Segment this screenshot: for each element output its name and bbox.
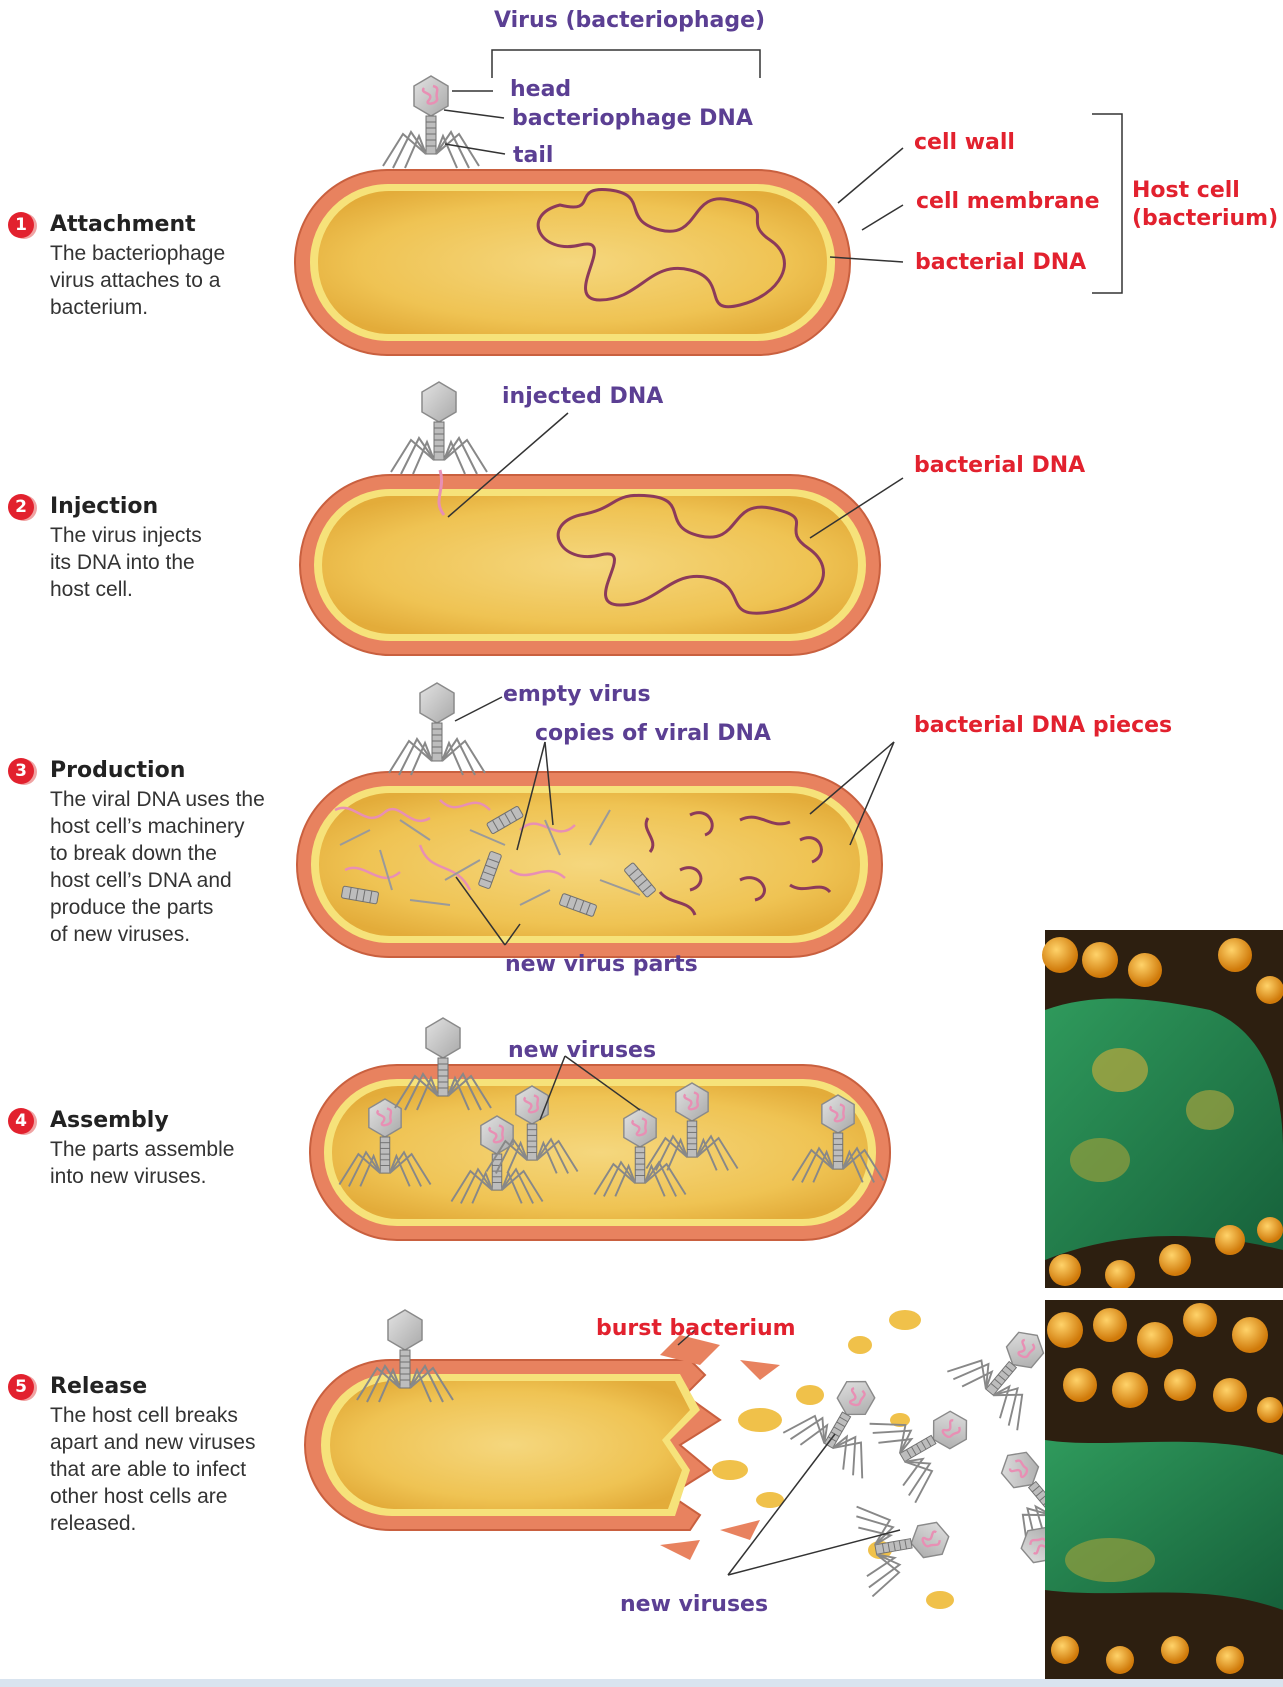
step-line: its DNA into the (50, 549, 202, 576)
label-bacteriophage-dna: bacteriophage DNA (512, 106, 753, 131)
label-burst-bacterium: burst bacterium (596, 1316, 796, 1341)
label-head: head (510, 77, 571, 102)
label-injected-dna: injected DNA (502, 384, 663, 409)
step-line: produce the parts (50, 894, 265, 921)
label-new-viruses-release: new viruses (620, 1592, 768, 1617)
step-number-badge: 2 (8, 494, 34, 520)
step-description: The parts assemble into new viruses. (50, 1136, 234, 1190)
empty-virus-shell (389, 683, 485, 775)
injecting-bacteriophage (391, 382, 487, 474)
label-new-viruses-assembly: new viruses (508, 1038, 656, 1063)
step-line: The bacteriophage (50, 240, 225, 267)
step-line: apart and new viruses (50, 1429, 255, 1456)
step-line: released. (50, 1510, 255, 1537)
micrograph-bottom (1045, 1300, 1283, 1687)
step-line: that are able to infect (50, 1456, 255, 1483)
step-title: Assembly (50, 1108, 169, 1133)
micrograph-top (1042, 930, 1283, 1290)
step-number-badge: 5 (8, 1374, 34, 1400)
step-line: The virus injects (50, 522, 202, 549)
step-line: The host cell breaks (50, 1402, 255, 1429)
label-cell-wall: cell wall (914, 130, 1015, 155)
step-line: other host cells are (50, 1483, 255, 1510)
label-new-virus-parts: new virus parts (505, 952, 698, 977)
step-description: The viral DNA uses the host cell’s machi… (50, 786, 265, 948)
label-bacterial-dna-pieces: bacterial DNA pieces (914, 713, 1172, 738)
step-title: Attachment (50, 212, 196, 237)
step-description: The virus injects its DNA into the host … (50, 522, 202, 603)
label-tail: tail (513, 143, 553, 168)
step-line: virus attaches to a (50, 267, 225, 294)
label-host-cell-line1: Host cell (1132, 178, 1240, 203)
step-title: Production (50, 758, 185, 783)
label-bacterial-dna-1: bacterial DNA (915, 250, 1086, 275)
step-number-badge: 1 (8, 212, 34, 238)
page-bottom-bar (0, 1679, 1283, 1687)
attached-bacteriophage (383, 76, 479, 168)
step-line: host cell. (50, 576, 202, 603)
step-line: host cell’s DNA and (50, 867, 265, 894)
label-bacterial-dna-2: bacterial DNA (914, 453, 1085, 478)
step-line: The parts assemble (50, 1136, 234, 1163)
label-cell-membrane: cell membrane (916, 189, 1100, 214)
step-line: bacterium. (50, 294, 225, 321)
step-description: The host cell breaks apart and new virus… (50, 1402, 255, 1537)
step-line: The viral DNA uses the (50, 786, 265, 813)
label-host-cell-line2: (bacterium) (1132, 206, 1278, 231)
label-virus-bacteriophage: Virus (bacteriophage) (494, 8, 765, 33)
step-number-badge: 4 (8, 1108, 34, 1134)
virus-bracket (492, 50, 760, 78)
step-title: Injection (50, 494, 158, 519)
step-number-badge: 3 (8, 758, 34, 784)
host-cell-injection (300, 382, 880, 655)
step-line: into new viruses. (50, 1163, 234, 1190)
step-line: host cell’s machinery (50, 813, 265, 840)
step-line: to break down the (50, 840, 265, 867)
label-copies-viral-dna: copies of viral DNA (535, 721, 771, 746)
step-title: Release (50, 1374, 147, 1399)
step-description: The bacteriophage virus attaches to a ba… (50, 240, 225, 321)
step-line: of new viruses. (50, 921, 265, 948)
host-cell-release (305, 1306, 1115, 1609)
label-empty-virus: empty virus (503, 682, 651, 707)
